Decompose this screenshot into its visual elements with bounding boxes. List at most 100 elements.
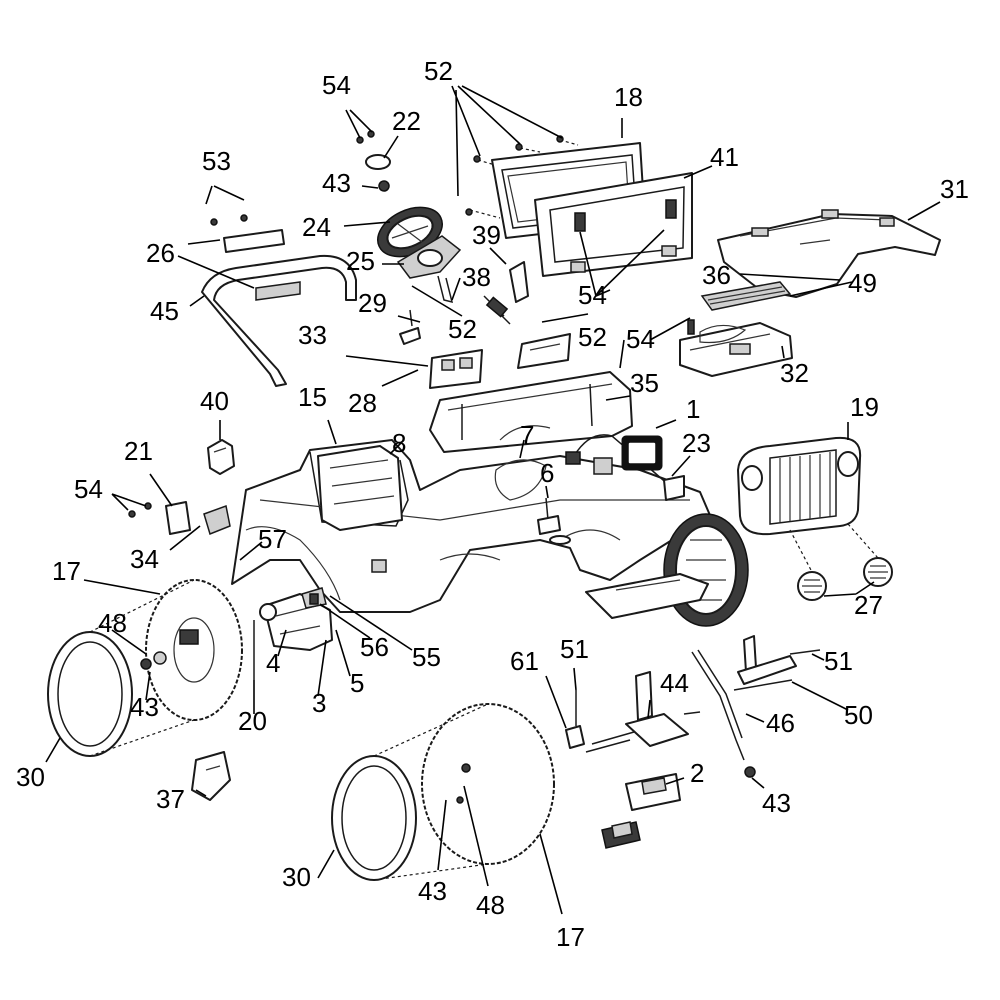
callout-37: 37 xyxy=(156,784,185,814)
callout-30: 30 xyxy=(282,862,311,892)
callout-45: 45 xyxy=(150,296,179,326)
horn-housing-part xyxy=(396,235,462,279)
callout-54: 54 xyxy=(74,474,103,504)
callout-51: 51 xyxy=(824,646,853,676)
shifter-part xyxy=(537,497,561,535)
motor-part xyxy=(301,587,327,609)
leader-lines xyxy=(45,85,941,915)
callout-8: 8 xyxy=(392,428,406,458)
callout-32: 32 xyxy=(780,358,809,388)
callout-34: 34 xyxy=(130,544,159,574)
callout-26: 26 xyxy=(146,238,175,268)
callout-18: 18 xyxy=(614,82,643,112)
pedal-assembly-part xyxy=(585,671,701,753)
side-mirror-part xyxy=(207,439,235,475)
callout-35: 35 xyxy=(630,368,659,398)
callout-20: 20 xyxy=(238,706,267,736)
callout-43: 43 xyxy=(322,168,351,198)
callout-19: 19 xyxy=(850,392,879,422)
callout-24: 24 xyxy=(302,212,331,242)
callout-52: 52 xyxy=(424,56,453,86)
callout-2: 2 xyxy=(690,758,704,788)
mounted-rear-wheel-part xyxy=(663,513,749,627)
callout-7: 7 xyxy=(520,420,534,450)
callout-29: 29 xyxy=(358,288,387,318)
callout-43: 43 xyxy=(418,876,447,906)
gearbox-part xyxy=(253,593,333,680)
steering-cap-part xyxy=(356,130,391,192)
rear-hubcap-part xyxy=(331,755,417,881)
callout-54: 54 xyxy=(578,280,607,310)
rear-wheel-part xyxy=(373,703,555,881)
radio-panel-part xyxy=(517,333,571,369)
callout-17: 17 xyxy=(52,556,81,586)
front-wheel-part xyxy=(89,579,243,757)
callout-56: 56 xyxy=(360,632,389,662)
callout-1: 1 xyxy=(686,394,700,424)
callout-38: 38 xyxy=(462,262,491,292)
front-axle-hardware xyxy=(140,651,167,670)
fender-flare-part xyxy=(191,751,231,801)
callout-22: 22 xyxy=(392,106,421,136)
hood-vent-part xyxy=(687,281,792,335)
dash-module-part xyxy=(679,322,793,377)
callout-23: 23 xyxy=(682,428,711,458)
callout-50: 50 xyxy=(844,700,873,730)
callout-25: 25 xyxy=(346,246,375,276)
gauge-panel-part xyxy=(429,349,483,389)
callout-15: 15 xyxy=(298,382,327,412)
headlight-part xyxy=(789,523,893,601)
callout-36: 36 xyxy=(702,260,731,290)
callout-6: 6 xyxy=(540,458,554,488)
grab-bar-part xyxy=(223,229,301,301)
callout-43: 43 xyxy=(130,692,159,722)
grille-part xyxy=(737,436,862,536)
foot-pedal-part xyxy=(601,773,681,849)
callout-57: 57 xyxy=(258,524,287,554)
callout-54: 54 xyxy=(626,324,655,354)
callout-43: 43 xyxy=(762,788,791,818)
callout-52: 52 xyxy=(578,322,607,352)
steering-wheel-part xyxy=(377,206,443,258)
callout-3: 3 xyxy=(312,688,326,718)
callout-28: 28 xyxy=(348,388,377,418)
callout-48: 48 xyxy=(98,608,127,638)
rear-axle-hardware xyxy=(565,690,585,749)
rear-bumper-step-part xyxy=(585,573,709,619)
callout-33: 33 xyxy=(298,320,327,350)
callout-46: 46 xyxy=(766,708,795,738)
callout-31: 31 xyxy=(940,174,969,204)
roll-bar-part xyxy=(201,254,357,387)
callout-numbers: 54 22 52 18 41 31 53 43 24 39 26 25 38 3… xyxy=(16,56,969,952)
grab-bar-screws xyxy=(210,214,248,226)
wiring-harness-part xyxy=(565,434,671,487)
motor-mount-part xyxy=(663,475,685,501)
callout-51: 51 xyxy=(560,634,589,664)
callout-39: 39 xyxy=(472,220,501,250)
callout-17: 17 xyxy=(556,922,585,952)
callout-44: 44 xyxy=(660,668,689,698)
hood-part xyxy=(717,209,941,298)
callout-30: 30 xyxy=(16,762,45,792)
callout-61: 61 xyxy=(510,646,539,676)
callout-48: 48 xyxy=(476,890,505,920)
tail-light-part xyxy=(203,504,231,536)
steering-column-part xyxy=(399,275,454,345)
callout-40: 40 xyxy=(200,386,229,416)
callout-21: 21 xyxy=(124,436,153,466)
mirror-bracket-part xyxy=(483,261,529,325)
license-plate-part xyxy=(128,501,191,535)
callout-4: 4 xyxy=(266,648,280,678)
callout-49: 49 xyxy=(848,268,877,298)
brake-lever-part xyxy=(733,635,821,691)
callout-41: 41 xyxy=(710,142,739,172)
callout-5: 5 xyxy=(350,668,364,698)
callout-52: 52 xyxy=(448,314,477,344)
callout-27: 27 xyxy=(854,590,883,620)
callout-54: 54 xyxy=(322,70,351,100)
shift-rod-part xyxy=(691,649,756,778)
seat-part xyxy=(317,445,403,531)
callout-55: 55 xyxy=(412,642,441,672)
dashboard-part xyxy=(429,371,633,453)
callout-53: 53 xyxy=(202,146,231,176)
